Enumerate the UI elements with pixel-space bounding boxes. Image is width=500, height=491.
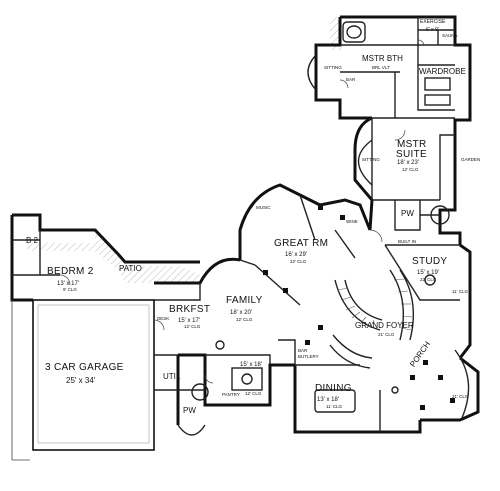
kitchen-ceiling: 12' CLG	[245, 391, 262, 396]
master-suite-label-line2: SUITE	[396, 149, 427, 160]
master-suite-ceiling: 12' CLG	[402, 167, 419, 172]
breakfast-label: BRKFST	[169, 304, 211, 315]
exercise-dimension: 6' x 9'	[426, 27, 439, 33]
garage-label: 3 CAR GARAGE	[45, 362, 124, 373]
exercise-label: EXERCISE	[420, 19, 446, 25]
pantry-label: PANTRY	[222, 392, 240, 397]
great-room-ceiling: 22' CLG	[290, 259, 307, 264]
dining-dimension: 13' x 18'	[317, 397, 339, 403]
built-in-label: BUILT IN	[398, 239, 417, 244]
door-swings	[59, 39, 425, 384]
garage-dimension: 25' x 34'	[66, 376, 96, 385]
grand-foyer-ceiling: 21' CLG	[378, 332, 395, 337]
music-label: MUSIC	[256, 205, 271, 210]
drive-lines	[11, 300, 30, 461]
bath-sitting-label: SITTING	[324, 65, 342, 70]
kitchen-dimension: 15' x 18'	[240, 362, 262, 368]
powder-lower-label: PW	[183, 406, 196, 415]
master-suite-label-line1: MSTR	[397, 139, 427, 150]
breakfast-ceiling: 12' CLG	[184, 324, 201, 329]
wardrobe-label: WARDROBE	[419, 67, 466, 76]
study-ceiling: 22' CLG	[420, 277, 437, 282]
master-bath-label: MSTR BTH	[362, 54, 403, 63]
suite-sitting-label: SITTING	[362, 157, 380, 162]
bath-bar-label: BAR	[346, 77, 356, 82]
bedroom2-ceiling: 9' CLG	[63, 287, 77, 292]
family-dimension: 18' x 20'	[230, 310, 252, 316]
great-room-label: GREAT RM	[274, 238, 329, 249]
bar-butlery-label-line2: BUTLERY	[298, 354, 319, 359]
bedroom2-label: BEDRM 2	[47, 266, 94, 277]
powder-upper-label: PW	[401, 209, 414, 218]
stair-treads	[337, 278, 413, 331]
exterior-walls	[10, 15, 480, 434]
study-label: STUDY	[412, 256, 448, 267]
great-room-dimension: 16' x 29'	[285, 252, 307, 258]
bedroom2-dimension: 13' x 17'	[57, 281, 79, 287]
sauna-label: SAUNA	[442, 33, 458, 38]
desk-label: DESK	[157, 316, 170, 321]
curved-features	[177, 21, 470, 436]
study-side-ceiling: 11' CLG	[452, 289, 469, 294]
porch-ceiling: 21' CLG	[452, 394, 469, 399]
columns	[263, 205, 455, 410]
patio-label: PATIO	[119, 264, 142, 273]
family-label: FAMILY	[226, 295, 263, 306]
bar-butlery-label-line1: BAR	[298, 348, 308, 353]
dining-label: DINING	[315, 383, 352, 394]
wine-label: WINE	[346, 219, 358, 224]
interior-walls	[12, 17, 460, 432]
breakfast-dimension: 15' x 17'	[178, 318, 200, 324]
master-bath-note: BRL VLT	[372, 65, 390, 70]
family-ceiling: 12' CLG	[236, 317, 253, 322]
master-suite-dimension: 18' x 23'	[397, 160, 419, 166]
grand-foyer-label: GRAND FOYER	[355, 321, 414, 330]
garden-label: GARDEN	[461, 157, 481, 162]
study-dimension: 15' x 19'	[417, 270, 439, 276]
utility-label: UTIL	[163, 372, 181, 381]
garage-area	[32, 299, 155, 451]
dining-ceiling: 11' CLG	[326, 404, 343, 409]
bedroom2-bath-label: B 2	[26, 236, 39, 245]
